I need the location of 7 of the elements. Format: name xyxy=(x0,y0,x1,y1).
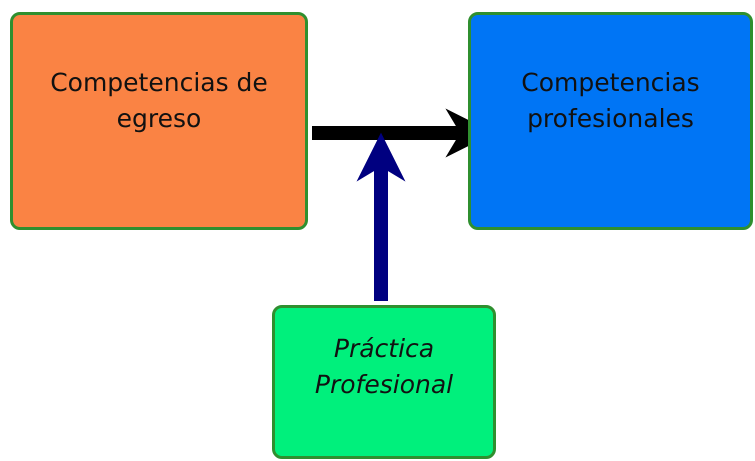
arrow xyxy=(356,132,406,301)
process-box xyxy=(468,12,753,230)
box-label: Práctica Profesional xyxy=(314,332,454,401)
process-box xyxy=(272,305,496,459)
box-label: Competencias profesionales xyxy=(520,66,701,135)
box-label: Competencias de egreso xyxy=(49,66,269,135)
process-box xyxy=(10,12,308,230)
